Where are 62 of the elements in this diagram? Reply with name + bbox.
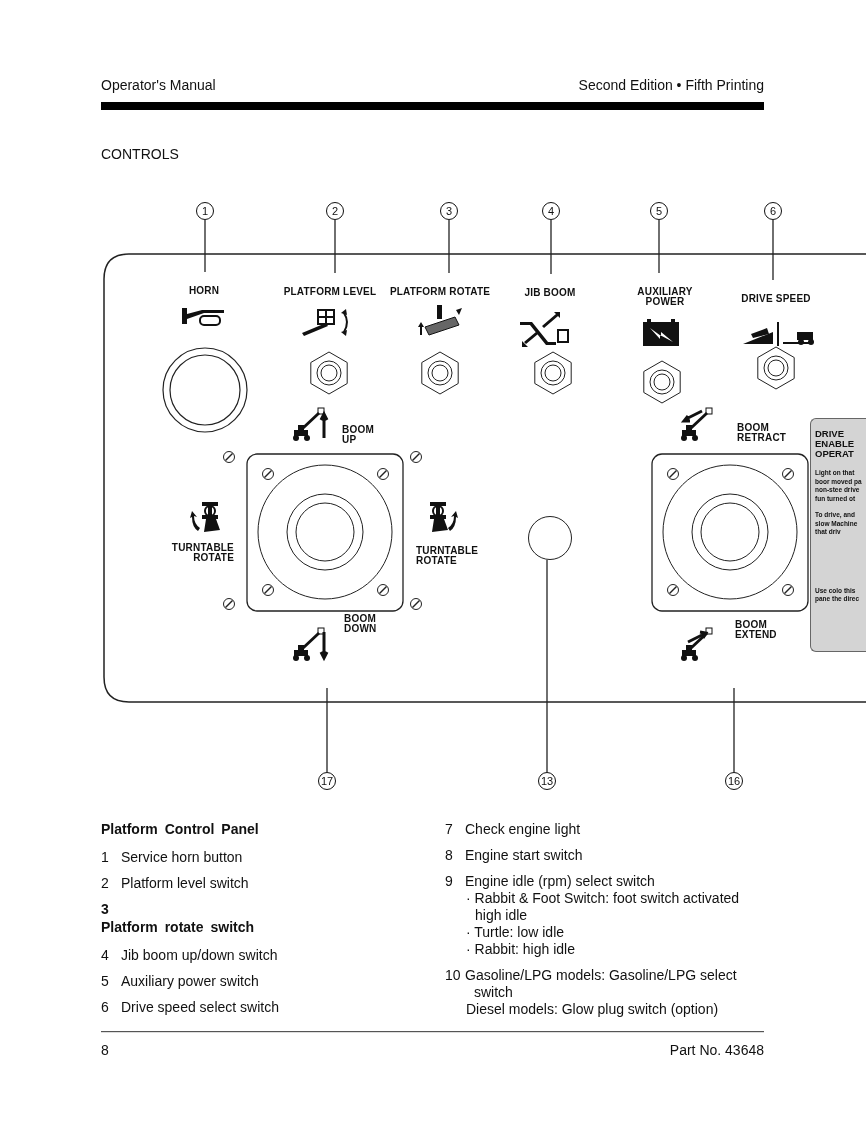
footer-text: Part No. 43648 (668, 1042, 764, 1059)
header-text: Operator's Manual (101, 77, 216, 94)
item-number: 5 (101, 973, 109, 990)
callout-number: 17 (318, 772, 336, 790)
text: Gasoline/LPG models: Gasoline/LPG select switch (465, 967, 738, 1001)
text: Service horn button (121, 849, 243, 866)
leader-line (448, 219, 450, 274)
control-label: HORN (164, 286, 244, 296)
text: · Rabbit: high idle (466, 941, 575, 958)
text: · Turtle: low idle (466, 924, 565, 941)
panel-label: BOOM UP (342, 425, 375, 445)
text: CONTROLS (101, 146, 179, 163)
item-number: 6 (101, 999, 109, 1016)
leader-line (326, 687, 328, 773)
text: Engine idle (rpm) select switch (465, 873, 655, 890)
item-number: 7 (445, 821, 453, 838)
heading-text: Platform Control Panel (101, 821, 259, 838)
heading-text: 3 (101, 901, 109, 918)
text: · Rabbit & Foot Switch: foot switch activated high idle (466, 890, 741, 924)
control-label: DRIVE SPEED (730, 294, 822, 304)
panel-label: BOOM RETRACT (737, 423, 788, 443)
item-number: 2 (101, 875, 109, 892)
panel-label: TURNTABLE ROTATE (170, 543, 234, 563)
callout-number: 5 (650, 202, 668, 220)
text: Diesel models: Glow plug switch (option) (466, 1001, 719, 1018)
control-label: JIB BOOM (510, 288, 590, 298)
leader-line (733, 687, 735, 773)
callout-number: 13 (538, 772, 556, 790)
control-label: PLATFORM LEVEL (280, 287, 380, 297)
item-number: 10 (445, 967, 461, 984)
callout-number: 3 (440, 202, 458, 220)
panel-label: BOOM DOWN (344, 614, 378, 634)
callout-number: 1 (196, 202, 214, 220)
leader-line (334, 219, 336, 274)
leader-line (204, 219, 206, 273)
text: Drive speed select switch (121, 999, 279, 1016)
callout-number: 6 (764, 202, 782, 220)
decal-heading: DRIVE ENABLE OPERAT (815, 429, 856, 459)
text: Jib boom up/down switch (121, 947, 278, 964)
leader-line (550, 219, 552, 275)
panel-label: BOOM EXTEND (735, 620, 778, 640)
text: Platform level switch (121, 875, 249, 892)
item-number: 1 (101, 849, 109, 866)
item-number: 4 (101, 947, 109, 964)
control-label: PLATFORM ROTATE (388, 287, 492, 297)
page-number: 8 (101, 1042, 109, 1059)
control-label: AUXILIARY POWER (625, 287, 705, 307)
leader-line (772, 219, 774, 281)
warning-decal (810, 418, 866, 652)
leader-line (658, 219, 660, 274)
callout-number: 16 (725, 772, 743, 790)
header-text: Second Edition • Fifth Printing (577, 77, 764, 94)
item-number: 9 (445, 873, 453, 890)
text: Engine start switch (465, 847, 583, 864)
text: Auxiliary power switch (121, 973, 259, 990)
heading-text: Platform rotate switch (101, 919, 255, 936)
callout-number: 2 (326, 202, 344, 220)
panel-label: TURNTABLE ROTATE (416, 546, 480, 566)
callout-number: 4 (542, 202, 560, 220)
item-number: 8 (445, 847, 453, 864)
text: Check engine light (465, 821, 581, 838)
leader-line (546, 559, 548, 773)
